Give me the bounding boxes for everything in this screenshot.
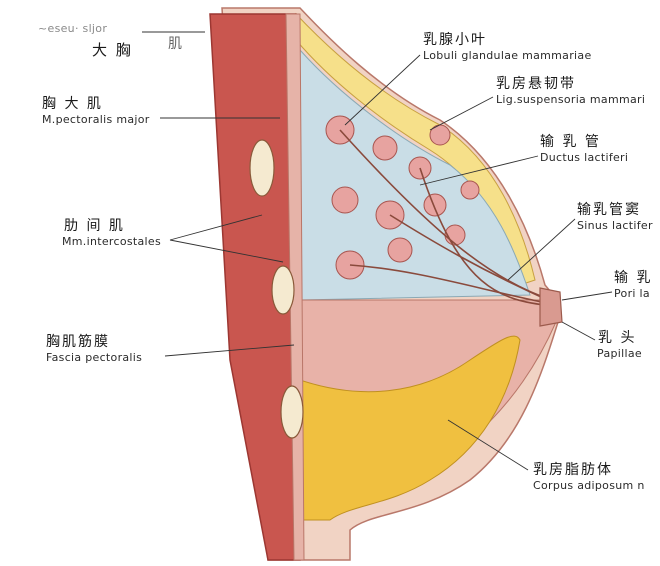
label-fascia-lat: Fascia pectoralis [46, 351, 143, 364]
label-lig-lat: Lig.suspensoria mammari [496, 93, 646, 106]
label-ductus-cn: 输 乳 管 [540, 134, 601, 150]
lactiferous-ducts [339, 129, 553, 307]
rib [249, 139, 275, 197]
leader-lines [142, 31, 613, 471]
label-pectoralis-major-cn: 胸 大 肌 [42, 96, 103, 112]
label-intercostales-cn: 肋 间 肌 [64, 218, 125, 234]
top-fragment-label-cn: 大 胸 [92, 41, 133, 59]
label-ductus-lat: Ductus lactiferi [540, 151, 629, 164]
rib [271, 265, 295, 315]
label-lig-cn: 乳房悬韧带 [496, 76, 576, 92]
label-lobuli-lat: Lobuli glandulae mammariae [423, 49, 592, 62]
label-sinus-cn: 输乳管窦 [577, 202, 641, 218]
label-pectoralis-major-lat: M.pectoralis major [42, 113, 150, 126]
label-fascia-cn: 胸肌筋膜 [46, 334, 110, 350]
top-fragment-label-cn-2: 肌 [168, 36, 184, 52]
label-papilla-cn: 乳 头 [598, 330, 637, 346]
label-pori-lat: Pori la [614, 287, 650, 300]
lower-fat-region [299, 335, 521, 521]
label-sinus-lat: Sinus lactifer [577, 219, 653, 232]
label-intercostales-lat: Mm.intercostales [62, 235, 162, 248]
rib [280, 385, 304, 439]
label-lobuli-cn: 乳腺小叶 [423, 32, 487, 48]
label-corpus-lat: Corpus adiposum n [533, 479, 645, 492]
label-papilla-lat: Papillae [597, 347, 642, 360]
label-corpus-cn: 乳房脂肪体 [533, 462, 613, 478]
nipple [539, 287, 563, 327]
top-fragment-label: ~eseu· sljor [38, 22, 108, 35]
pectoral-muscle [209, 13, 301, 561]
label-pori-cn: 输 乳 [614, 270, 653, 286]
